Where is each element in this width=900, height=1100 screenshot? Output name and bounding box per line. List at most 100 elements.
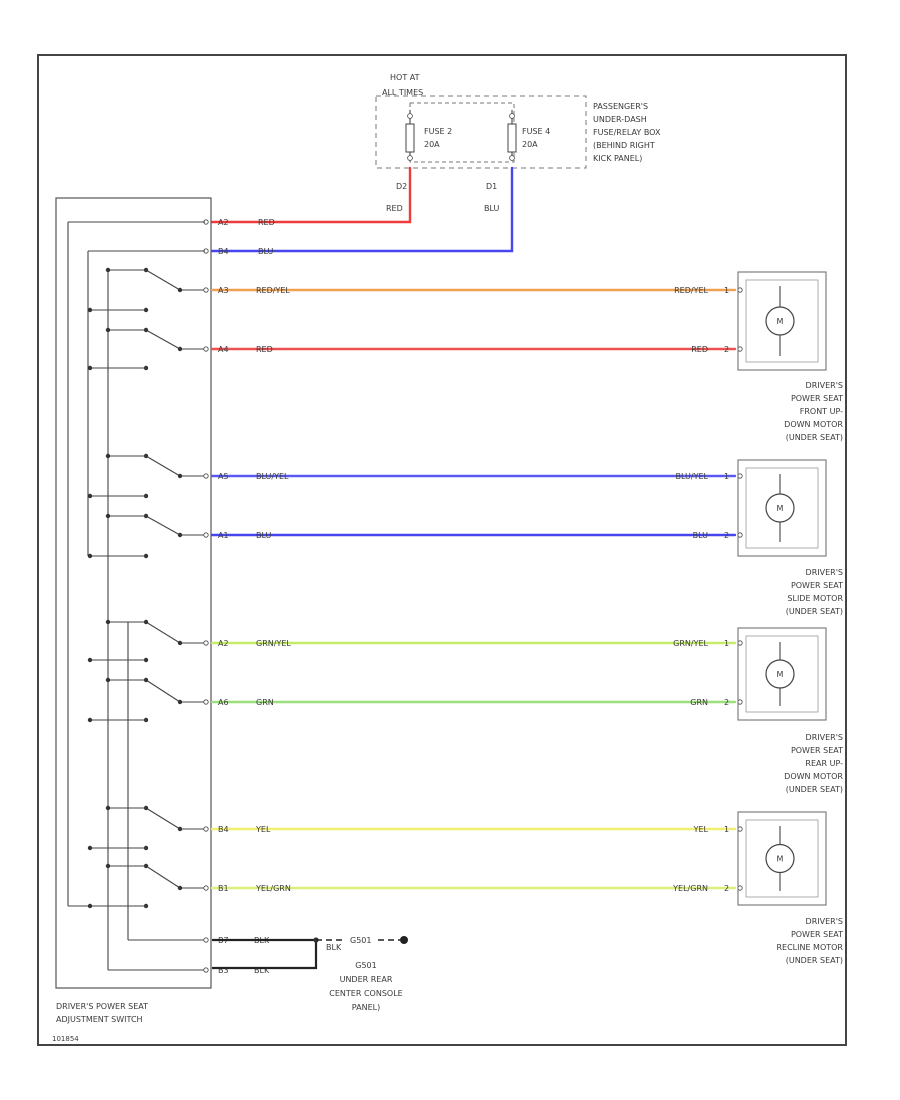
motor-wire-label-5: GRN (690, 698, 708, 707)
switch-pin-5: A6 (218, 698, 229, 707)
switch-pin-6: B4 (218, 825, 229, 834)
fuse-2-icon (405, 123, 415, 153)
switch-terminal-6 (203, 826, 209, 832)
ground-location-2: UNDER REAR (340, 975, 393, 984)
motor-label-0-1: POWER SEAT (791, 394, 843, 403)
feed-pin-a2: A2 (218, 218, 229, 227)
fuse-4-pin: D1 (486, 182, 497, 191)
ground-circuit: B7 BLK B3 BLK BLK G501 G501 UNDER REAR C… (203, 936, 408, 1012)
feed-pin-b4: B4 (218, 247, 229, 256)
motor-wire-label-6: YEL (693, 825, 709, 834)
switch-pin-0: A3 (218, 286, 229, 295)
motor-label-0-4: (UNDER SEAT) (786, 433, 843, 442)
motor-symbol: M (777, 855, 784, 864)
seat-motor-2: M (737, 627, 827, 721)
motor-label-1-3: (UNDER SEAT) (786, 607, 843, 616)
switch-wire-label-2: BLU/YEL (256, 472, 289, 481)
switch-pin-4: A2 (218, 639, 229, 648)
motor-pin-5: 2 (724, 698, 729, 707)
switch-pin-3: A1 (218, 531, 229, 540)
ground-location-3: CENTER CONSOLE (329, 989, 402, 998)
fuse-4-name: FUSE 4 (522, 127, 550, 136)
switch-contacts (87, 267, 205, 909)
fuse-box-location-1: PASSENGER'S (593, 102, 648, 111)
motor-label-0-0: DRIVER'S (806, 381, 843, 390)
motor-pin-6: 1 (724, 825, 729, 834)
switch-contact-1 (87, 327, 205, 371)
motor-label-1-0: DRIVER'S (806, 568, 843, 577)
switch-contact-2 (87, 453, 205, 499)
motor-label-0-2: FRONT UP- (800, 407, 843, 416)
ground-wire-label: BLK (326, 943, 342, 952)
hot-at-all-times-label-2: ALL TIMES (382, 88, 423, 97)
motor-wire-label-1: RED (691, 345, 708, 354)
switch-terminal-3 (203, 532, 209, 538)
motor-label-2-1: POWER SEAT (791, 746, 843, 755)
motor-label-0-3: DOWN MOTOR (784, 420, 843, 429)
hot-at-all-times-label: HOT AT (390, 73, 420, 82)
fuse-2-pin: D2 (396, 182, 407, 191)
switch-terminal-4 (203, 640, 209, 646)
fuse-box-location-2: UNDER-DASH (593, 115, 647, 124)
motors: M DRIVER'S POWER SEAT FRONT UP- DOWN MOTOR (U… (737, 271, 843, 965)
adjustment-switch (55, 197, 212, 989)
switch-pin-2: A5 (218, 472, 229, 481)
switch-wire-label-4: GRN/YEL (256, 639, 291, 648)
motor-symbol: M (777, 504, 784, 513)
motor-pin-3: 2 (724, 531, 729, 540)
switch-pin-1: A4 (218, 345, 229, 354)
seat-motor-1: M (737, 459, 827, 557)
fuse-2-rating: 20A (424, 140, 440, 149)
ground-wire (212, 938, 318, 970)
ground-location-1: G501 (355, 961, 376, 970)
blue-feed-wire (210, 166, 514, 253)
fuse-box-location-4: (BEHIND RIGHT (593, 141, 655, 150)
switch-terminal-2 (203, 473, 209, 479)
motor-pin-2: 1 (724, 472, 729, 481)
switch-wire-label-5: GRN (256, 698, 274, 707)
switch-contact-3 (87, 513, 205, 559)
motor-label-1-2: SLIDE MOTOR (787, 594, 843, 603)
motor-label-3-1: POWER SEAT (791, 930, 843, 939)
switch-contact-5 (87, 677, 205, 723)
motor-pin-7: 2 (724, 884, 729, 893)
motor-label-3-2: RECLINE MOTOR (776, 943, 843, 952)
switch-label-2: ADJUSTMENT SWITCH (56, 1015, 143, 1024)
feed-label-blu: BLU (258, 247, 274, 256)
motor-label-3-3: (UNDER SEAT) (786, 956, 843, 965)
switch-terminal-1 (203, 346, 209, 352)
motor-label-3-0: DRIVER'S (806, 917, 843, 926)
switch-terminal-0 (203, 287, 209, 293)
seat-motor-0: M (737, 271, 827, 371)
switch-wire-label-0: RED/YEL (256, 286, 290, 295)
feed-label-red: RED (258, 218, 275, 227)
motor-wire-label-0: RED/YEL (674, 286, 708, 295)
ground-location-4: PANEL) (352, 1003, 380, 1012)
motor-label-2-4: (UNDER SEAT) (786, 785, 843, 794)
fuse-2-name: FUSE 2 (424, 127, 452, 136)
switch-contact-4 (87, 619, 205, 663)
motor-wire-label-3: BLU (693, 531, 709, 540)
fuse-box: HOT AT ALL TIMES FUSE 2 20A FUSE 4 20A P… (375, 73, 661, 213)
switch-contact-7 (87, 863, 205, 909)
motor-label-2-0: DRIVER'S (806, 733, 843, 742)
fuse-2-wire-color: RED (386, 204, 403, 213)
seat-motor-3: M (737, 811, 827, 906)
diagram-frame (37, 54, 847, 1046)
motor-label-2-2: REAR UP- (805, 759, 843, 768)
motor-label-1-1: POWER SEAT (791, 581, 843, 590)
switch-wire-label-3: BLU (256, 531, 272, 540)
motor-symbol: M (777, 317, 784, 326)
switch-terminal-5 (203, 699, 209, 705)
switch-wire-label-7: YEL/GRN (255, 884, 291, 893)
switch-pin-7: B1 (218, 884, 229, 893)
footer-id: 101854 (52, 1035, 79, 1043)
motor-symbol: M (777, 670, 784, 679)
motor-pin-4: 1 (724, 639, 729, 648)
fuse-4-rating: 20A (522, 140, 538, 149)
switch-label-1: DRIVER'S POWER SEAT (56, 1002, 148, 1011)
switch-contact-6 (87, 805, 205, 851)
fuse-4-icon (507, 123, 517, 153)
ground-label-b3: BLK (254, 966, 270, 975)
